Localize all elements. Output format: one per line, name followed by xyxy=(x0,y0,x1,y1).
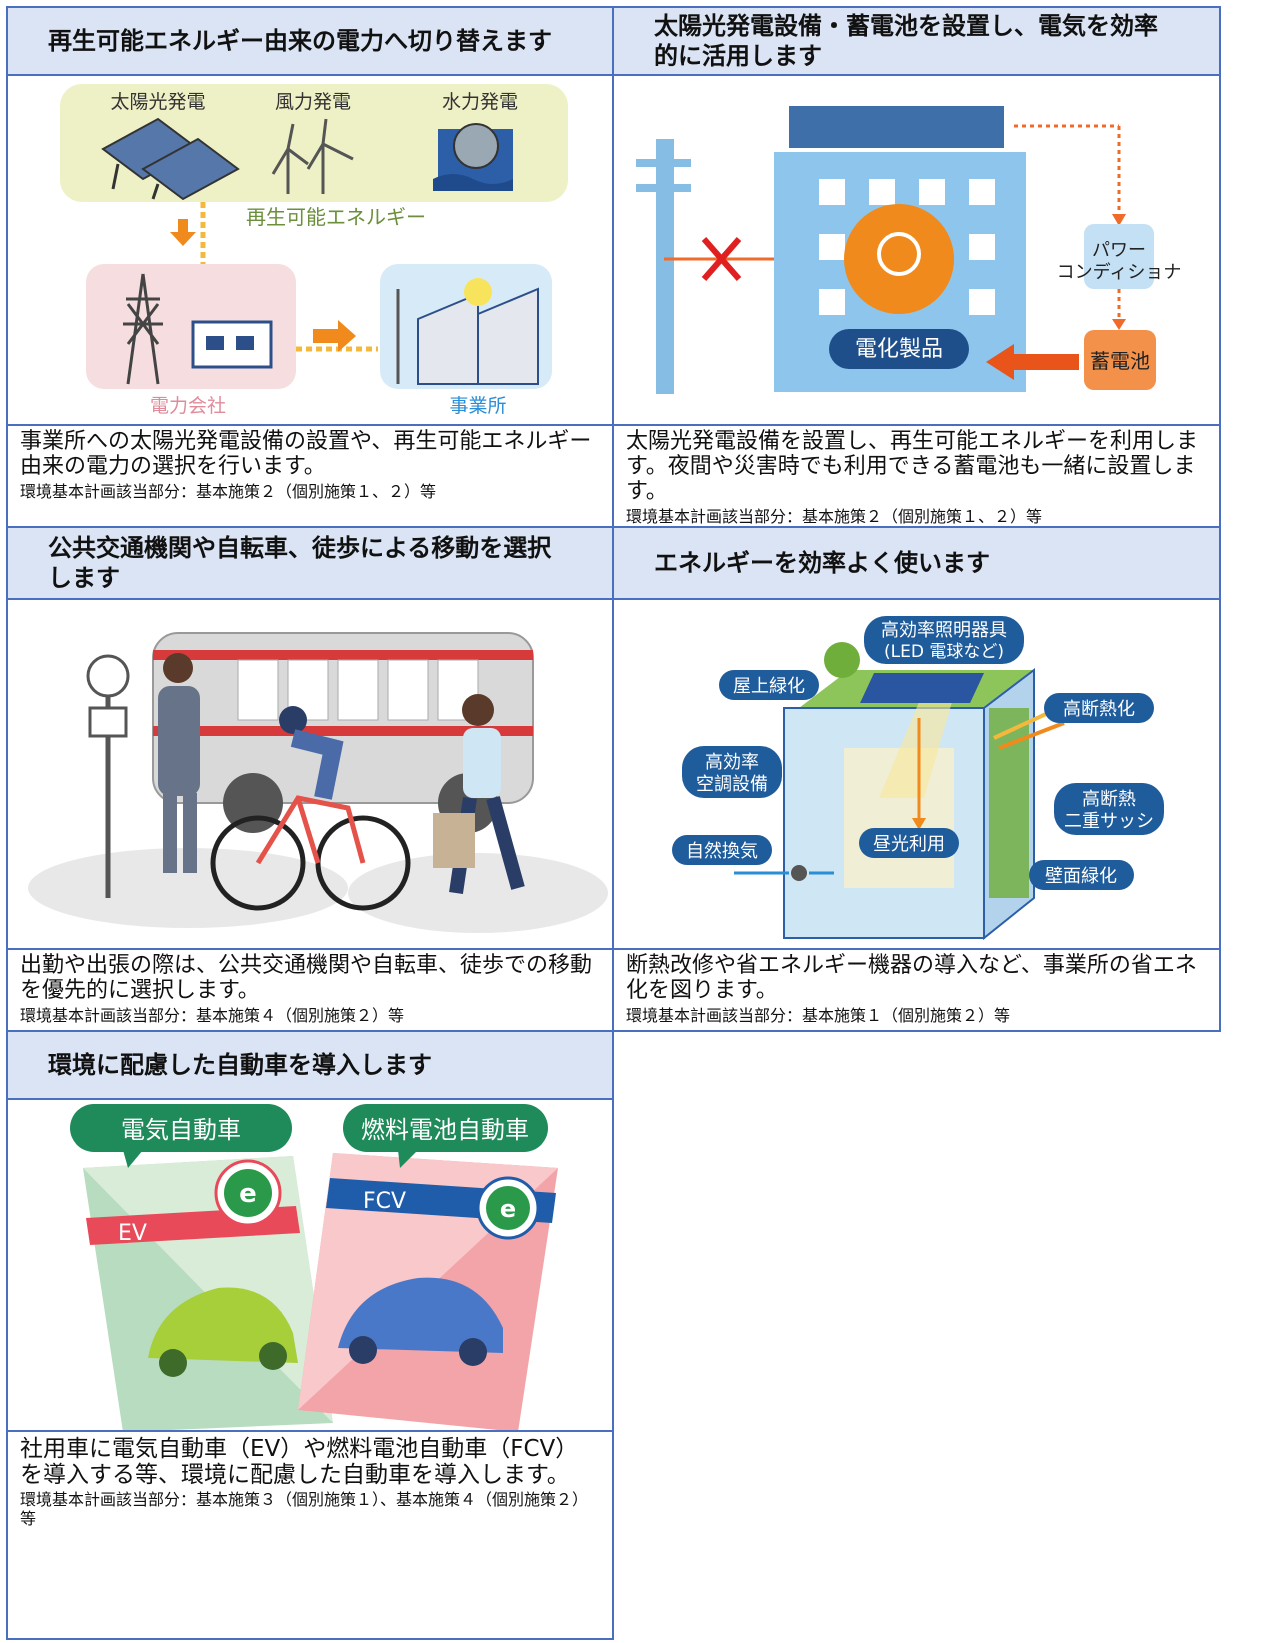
section-1-body: 事業所への太陽光発電設備の設置や、再生可能エネルギー由来の電力の選択を行います。 xyxy=(20,429,592,479)
callout-double-sash: 高断熱 二重サッシ xyxy=(1054,783,1164,835)
wind-turbine-icon xyxy=(271,118,354,194)
section-1-description: 事業所への太陽光発電設備の設置や、再生可能エネルギー由来の電力の選択を行います。… xyxy=(6,424,614,528)
section-2-illustration: 電化製品 パワー コンディショナ 蓄電池 xyxy=(612,74,1221,426)
section-4-illustration: 高効率照明器具 (LED 電球など) 屋上緑化 高断熱化 高効率 空調設備 高断… xyxy=(612,598,1221,950)
svg-text:自然換気: 自然換気 xyxy=(686,841,758,862)
bus-stop-sign-icon xyxy=(86,654,130,898)
factory-icon xyxy=(396,278,539,385)
svg-text:高効率照明器具: 高効率照明器具 xyxy=(881,620,1007,641)
callout-ventilation: 自然換気 xyxy=(672,835,772,865)
utility-pole-icon xyxy=(636,139,691,394)
section-1-illustration: 太陽光発電 風力発電 水力発電 再生可能エネルギー xyxy=(6,74,614,426)
section-3-illustration xyxy=(6,598,614,950)
svg-text:電気自動車: 電気自動車 xyxy=(121,1116,241,1144)
svg-text:e: e xyxy=(239,1179,257,1209)
businessman-icon xyxy=(158,653,200,873)
svg-text:FCV: FCV xyxy=(363,1189,406,1214)
cross-mark-icon xyxy=(701,237,742,281)
fuel-cell-car-icon xyxy=(338,1277,503,1366)
section-4-body: 断熱改修や省エネルギー機器の導入など、事業所の省エネ化を図ります。 xyxy=(626,953,1197,1003)
right-arrow-icon xyxy=(313,320,356,352)
label-renewable: 再生可能エネルギー xyxy=(246,205,426,229)
svg-text:(LED 電球など): (LED 電球など) xyxy=(884,642,1004,662)
svg-text:高効率: 高効率 xyxy=(705,752,759,773)
label-hydro: 水力発電 xyxy=(442,91,518,113)
callout-wall-green: 壁面緑化 xyxy=(1029,860,1134,890)
section-3-title: 公共交通機関や自転車、徒歩による移動を選択します xyxy=(6,526,614,600)
lightbulb-icon xyxy=(844,204,954,314)
callout-daylight: 昼光利用 xyxy=(859,828,959,858)
svg-text:空調設備: 空調設備 xyxy=(696,774,768,795)
section-2-body: 太陽光発電設備を設置し、再生可能エネルギーを利用します。夜間や災害時でも利用でき… xyxy=(626,429,1199,504)
section-1-reference: 環境基本計画該当部分：基本施策２（個別施策１、２）等 xyxy=(20,481,437,501)
electric-car-icon xyxy=(148,1287,298,1377)
section-4-reference: 環境基本計画該当部分：基本施策１（個別施策２）等 xyxy=(626,1005,1011,1025)
fcv-card: FCV e xyxy=(298,1153,558,1432)
building-icon xyxy=(191,320,273,369)
section-5-title: 環境に配慮した自動車を導入します xyxy=(6,1030,614,1100)
section-4-title: エネルギーを効率よく使います xyxy=(612,526,1221,600)
section-1-title: 再生可能エネルギー由来の電力へ切り替えます xyxy=(6,6,614,76)
callout-roof-green: 屋上緑化 xyxy=(719,670,819,700)
cyclist-icon xyxy=(210,706,411,911)
section-3-reference: 環境基本計画該当部分：基本施策４（個別施策２）等 xyxy=(20,1005,405,1025)
label-wind: 風力発電 xyxy=(275,91,351,113)
section-5-reference: 環境基本計画該当部分：基本施策３（個別施策１）、基本施策４（個別施策２）等 xyxy=(20,1489,589,1529)
solar-roof-icon xyxy=(789,106,1004,148)
section-2-title-text: 太陽光発電設備・蓄電池を設置し、電気を効率的に活用します xyxy=(654,12,1158,70)
section-5-body: 社用車に電気自動車（EV）や燃料電池自動車（FCV）を導入する等、環境に配慮した… xyxy=(20,1436,579,1488)
section-3-description: 出勤や出張の際は、公共交通機関や自転車、徒歩での移動を優先的に選択します。 環境… xyxy=(6,948,614,1032)
svg-text:昼光利用: 昼光利用 xyxy=(873,834,945,855)
label-power-conditioner-2: コンディショナ xyxy=(1057,262,1182,283)
section-5-title-text: 環境に配慮した自動車を導入します xyxy=(48,1051,432,1079)
section-1-title-text: 再生可能エネルギー由来の電力へ切り替えます xyxy=(48,27,552,55)
section-4-description: 断熱改修や省エネルギー機器の導入など、事業所の省エネ化を図ります。 環境基本計画… xyxy=(612,948,1221,1032)
section-3-body: 出勤や出張の際は、公共交通機関や自転車、徒歩での移動を優先的に選択します。 xyxy=(20,953,593,1003)
section-5-illustration: EV e FCV e 電気自動車 xyxy=(6,1098,614,1432)
label-solar: 太陽光発電 xyxy=(110,91,205,113)
transmission-tower-icon xyxy=(123,273,163,385)
callout-insulation: 高断熱化 xyxy=(1044,693,1154,723)
down-arrow-icon xyxy=(170,219,196,246)
label-battery: 蓄電池 xyxy=(1090,349,1150,373)
bus-icon xyxy=(152,632,534,833)
svg-text:屋上緑化: 屋上緑化 xyxy=(733,676,805,697)
callout-lighting: 高効率照明器具 (LED 電球など) xyxy=(864,616,1024,664)
svg-text:高断熱: 高断熱 xyxy=(1082,789,1136,810)
callout-air-conditioning: 高効率 空調設備 xyxy=(682,746,782,798)
speech-bubble-fcv: 燃料電池自動車 xyxy=(343,1104,548,1168)
label-power-conditioner-1: パワー xyxy=(1092,240,1146,261)
svg-text:壁面緑化: 壁面緑化 xyxy=(1045,866,1117,887)
svg-text:高断熱化: 高断熱化 xyxy=(1063,699,1135,720)
section-2-title: 太陽光発電設備・蓄電池を設置し、電気を効率的に活用します xyxy=(612,6,1221,76)
section-2-description: 太陽光発電設備を設置し、再生可能エネルギーを利用します。夜間や災害時でも利用でき… xyxy=(612,424,1221,528)
label-power-company: 電力会社 xyxy=(150,395,226,417)
battery-box xyxy=(1084,330,1156,390)
svg-text:e: e xyxy=(500,1195,516,1223)
ev-card: EV e xyxy=(83,1156,333,1432)
section-3-title-text: 公共交通機関や自転車、徒歩による移動を選択します xyxy=(48,534,552,592)
section-5-description: 社用車に電気自動車（EV）や燃料電池自動車（FCV）を導入する等、環境に配慮した… xyxy=(6,1430,614,1640)
label-appliance: 電化製品 xyxy=(855,337,943,362)
svg-text:二重サッシ: 二重サッシ xyxy=(1064,811,1154,832)
solar-panel-icon xyxy=(101,117,240,201)
section-4-title-text: エネルギーを効率よく使います xyxy=(654,549,990,577)
label-office: 事業所 xyxy=(449,395,506,417)
speech-bubble-ev: 電気自動車 xyxy=(70,1104,292,1168)
walking-woman-icon xyxy=(433,694,525,895)
svg-text:燃料電池自動車: 燃料電池自動車 xyxy=(361,1116,529,1144)
section-2-reference: 環境基本計画該当部分：基本施策２（個別施策１、２）等 xyxy=(626,506,1043,526)
svg-text:EV: EV xyxy=(118,1221,147,1246)
hydro-power-icon xyxy=(433,123,513,191)
